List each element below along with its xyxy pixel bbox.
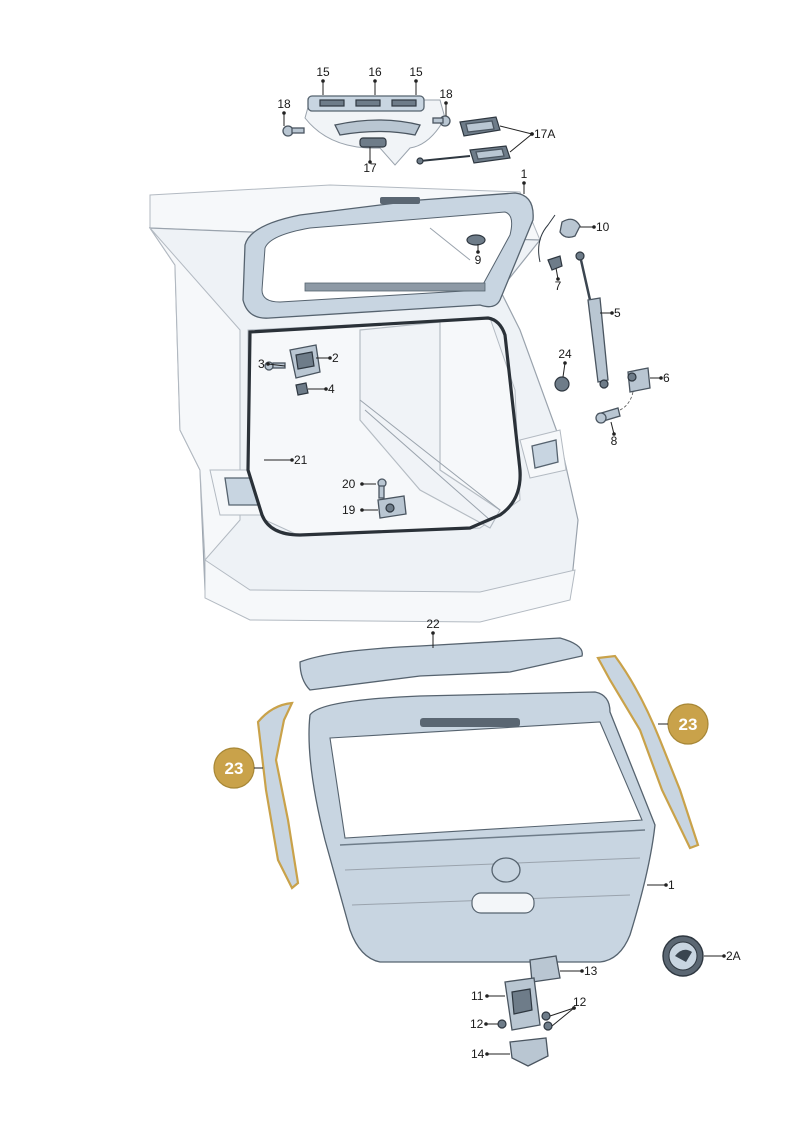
part-number-label: 18 [439,87,453,101]
trim-strip-left-23 [256,701,300,890]
leader-dot [282,111,286,115]
part-number-label: 8 [611,434,618,448]
part-number-label: 13 [584,964,598,978]
leader-line [610,421,615,435]
part-number-label: 2A [726,949,741,963]
leader-dot [556,277,560,281]
leader-dot [328,356,332,360]
striker-parts [377,478,407,519]
part-number-label: 12 [573,995,587,1009]
leader-line [267,363,286,367]
leader-dot [592,225,596,229]
part-number-label: 4 [328,382,335,396]
brand-emblem-2a [662,935,704,977]
part-number-label: 16 [368,65,382,79]
part-number-label: 9 [475,253,482,267]
leader-dot [476,250,480,254]
leader-dot [612,432,616,436]
leader-dot [431,631,435,635]
part-number-label: 3 [258,357,265,371]
leader-dot [580,969,584,973]
gas-strut-5 [575,251,609,389]
leader-dot [360,482,364,486]
part-number-label: 20 [342,477,356,491]
part-number-label: 12 [470,1017,484,1031]
part-number-label: 15 [316,65,330,79]
highlight-badge-left: 23 [213,747,263,789]
part-number-label: 14 [471,1047,485,1061]
part-number-label: 17 [363,161,377,175]
part-number-label: 7 [555,279,562,293]
part-number-label: 10 [596,220,610,234]
tailgate-open-position [242,192,534,319]
part-number-label: 5 [614,306,621,320]
leader-dot [563,361,567,365]
leader-dot [484,1022,488,1026]
leader-dot [266,362,270,366]
spoiler-22 [299,637,583,691]
trim-strip-right-23 [596,654,700,850]
part-number-label: 1 [521,167,528,181]
part-number-label: 19 [342,503,356,517]
strut-bracket-parts [554,367,651,424]
leader-dot [290,458,294,462]
leader-dot [522,181,526,185]
leader-dot [485,994,489,998]
leader-dot [321,79,325,83]
part-number-label: 6 [663,371,670,385]
part-number-label: 11 [471,989,484,1003]
leader-dot [444,101,448,105]
part-number-label: 24 [558,347,572,361]
highlight-badge-right-text: 23 [679,715,698,734]
leader-dot [722,954,726,958]
latch-assembly [497,955,561,1067]
leader-dot [659,376,663,380]
leader-line [499,125,533,135]
leader-dot [664,883,668,887]
tailgate-panel-1 [308,691,656,963]
leader-line [549,1007,575,1017]
part-number-label: 21 [294,453,308,467]
part-number-label: 18 [277,97,291,111]
leader-dot [414,79,418,83]
highlight-badge-left-text: 23 [225,759,244,778]
leader-line [509,133,533,153]
leader-dot [324,387,328,391]
leader-line [562,362,566,378]
part-number-label: 17A [534,127,555,141]
leader-dot [610,311,614,315]
part-number-label: 22 [426,617,440,631]
leader-dot [368,160,372,164]
switch-parts-17a [416,116,511,165]
part-number-label: 1 [668,878,675,892]
leader-dot [572,1006,576,1010]
leader-dot [530,132,534,136]
leader-dot [373,79,377,83]
leader-line [551,1007,575,1027]
highlight-badge-right: 23 [658,703,709,745]
brake-light-detail-callout [282,95,451,166]
small-fasteners [538,214,581,271]
part-number-label: 15 [409,65,423,79]
leader-line [555,267,559,280]
leader-dot [485,1052,489,1056]
part-number-label: 2 [332,351,339,365]
leader-dot [360,508,364,512]
